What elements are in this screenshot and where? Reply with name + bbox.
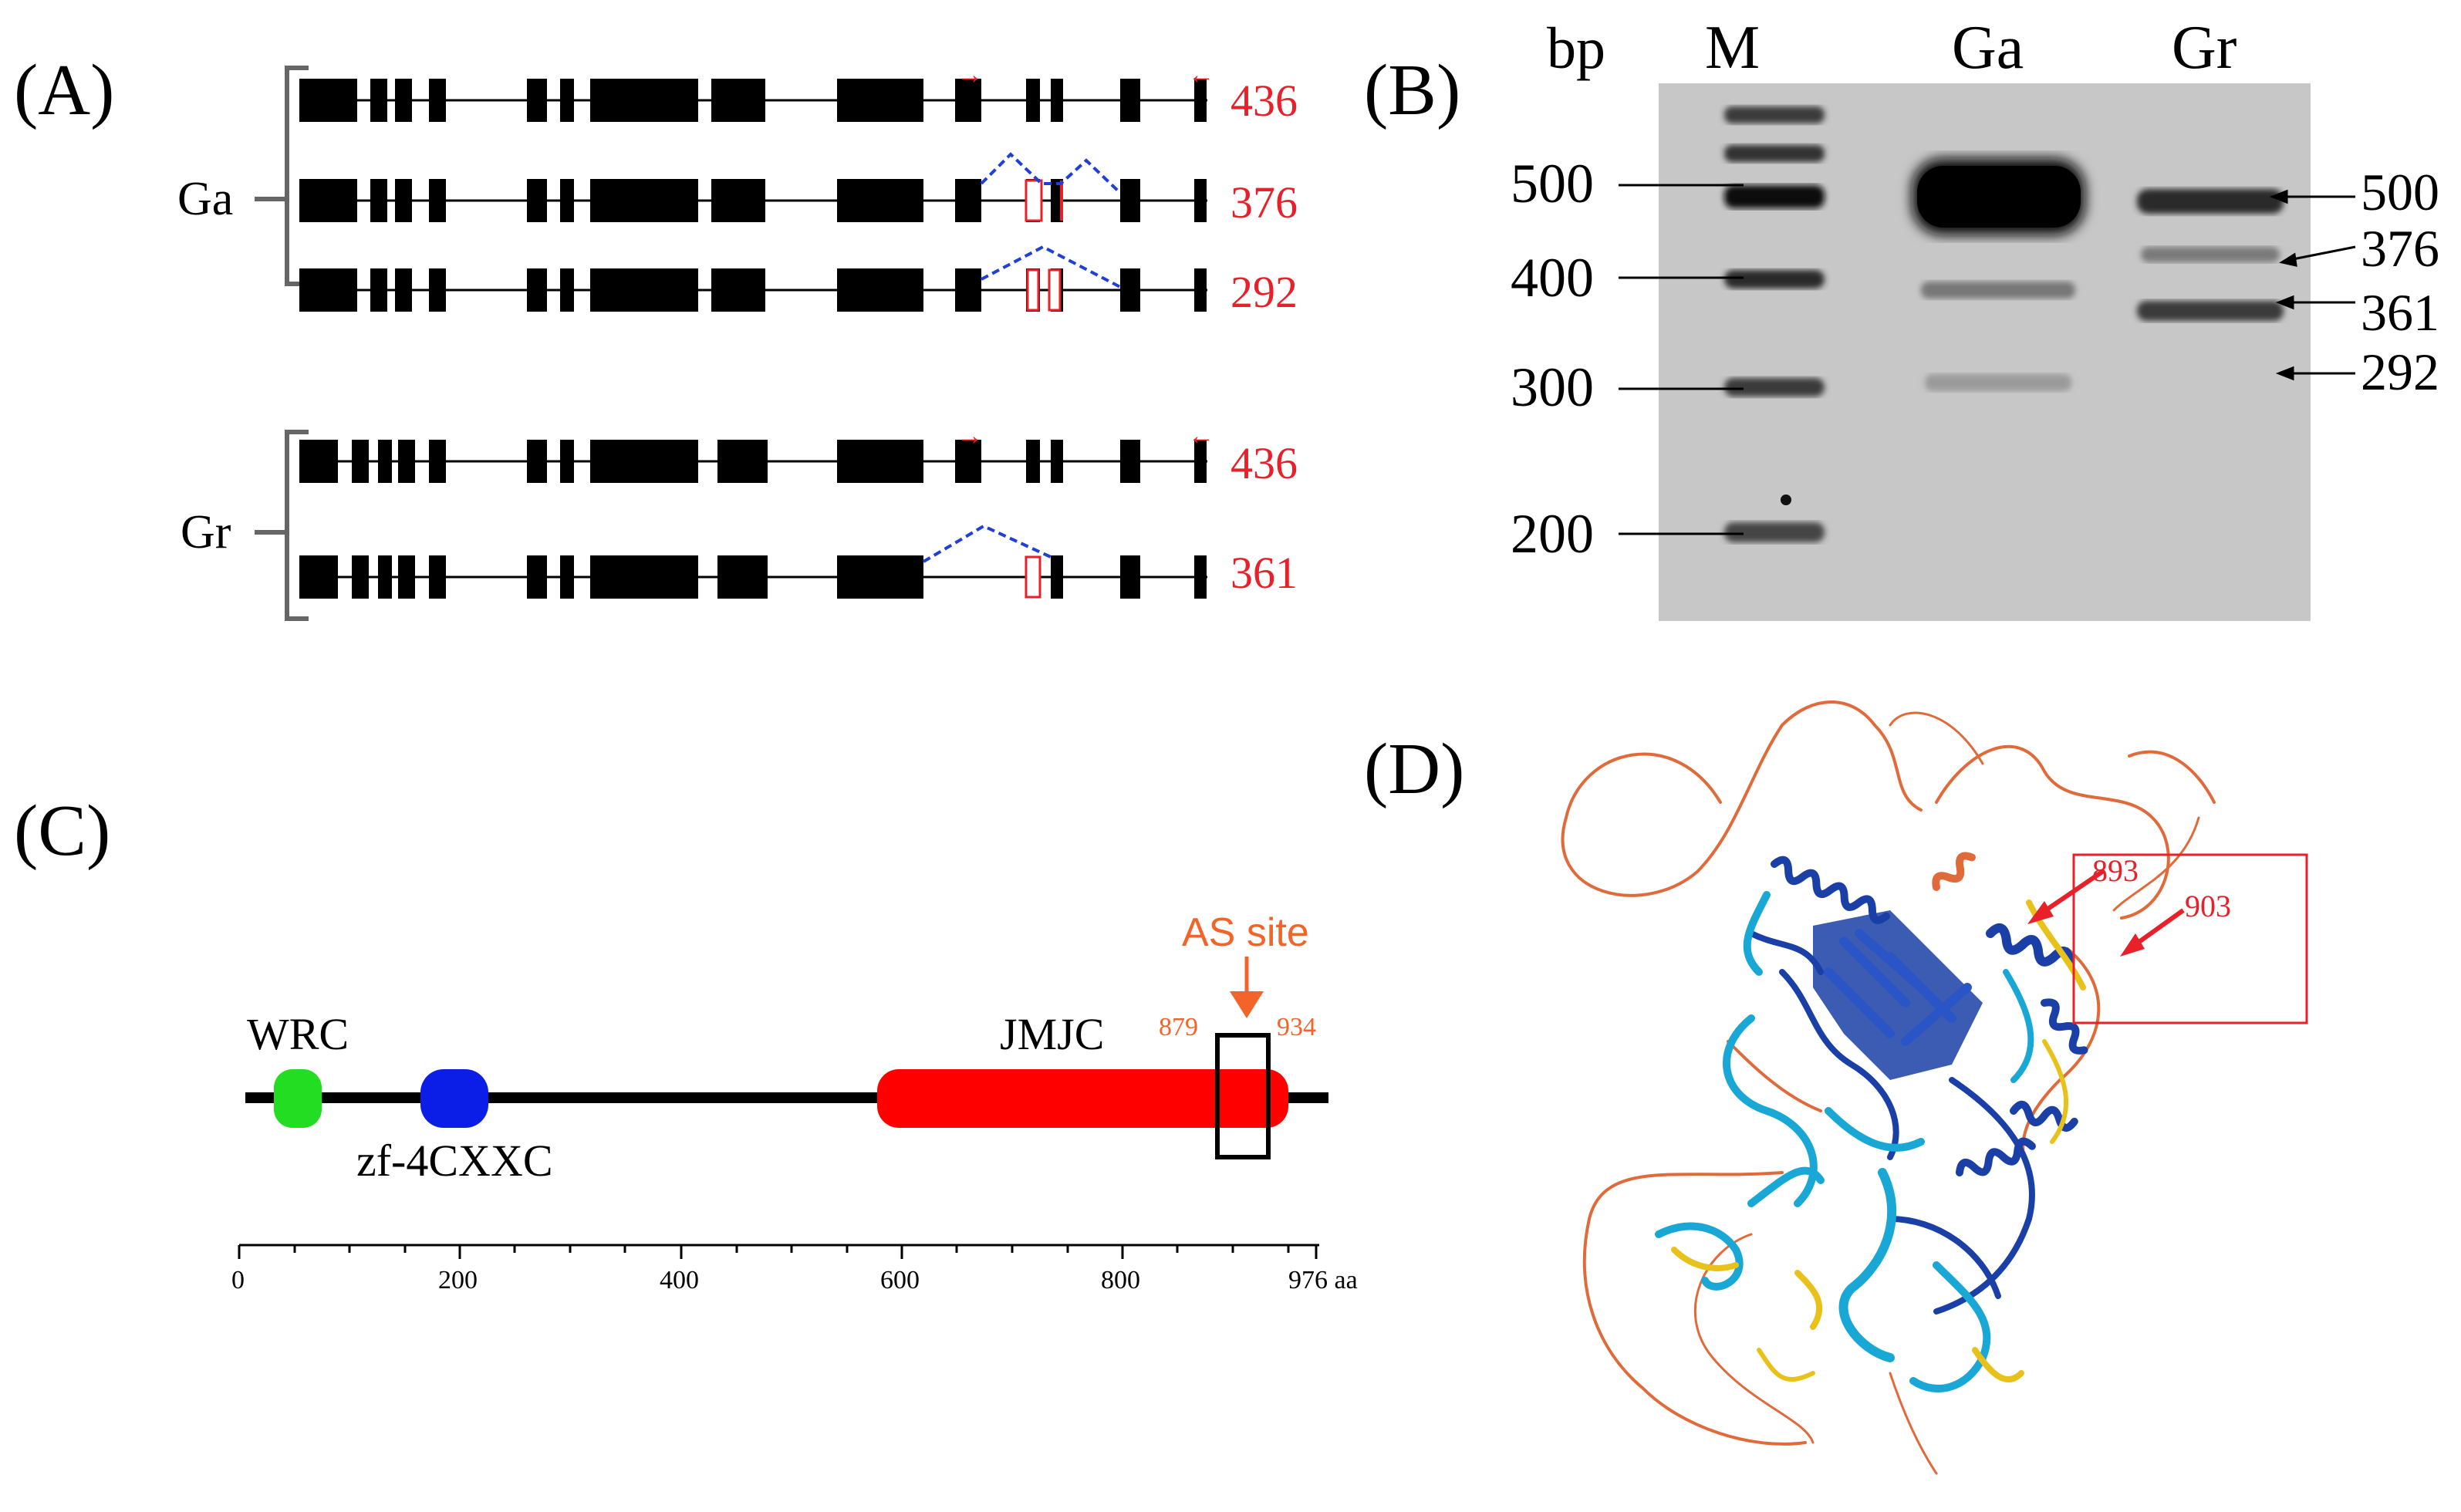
primer-forward-arrow-icon: → xyxy=(957,422,983,451)
tick-0: 0 xyxy=(231,1266,245,1294)
panel-b-label: (B) xyxy=(1364,50,1460,130)
residue-893: 893 xyxy=(2092,853,2139,888)
panel-a: (A) Ga → ← 436 376 292 Gr → ← 436 361 xyxy=(14,50,1298,621)
tick-400: 400 xyxy=(660,1266,699,1294)
splice-junction xyxy=(981,245,1121,289)
protein-structure xyxy=(1561,700,2216,1475)
lane-label-ga: Ga xyxy=(1952,14,2024,82)
lane-label-m: M xyxy=(1705,14,1760,82)
jmjc-label: JMJC xyxy=(1000,1009,1104,1059)
red-arrow-icon xyxy=(2269,189,2356,381)
as-site-box xyxy=(1215,1033,1271,1159)
lane-label-gr: Gr xyxy=(2172,14,2237,82)
panel-c-label: (C) xyxy=(14,791,110,871)
residue-903: 903 xyxy=(2185,889,2231,923)
primer-reverse-arrow-icon: ← xyxy=(1188,422,1214,451)
gr-bracket xyxy=(285,430,309,621)
wrc-domain xyxy=(274,1069,322,1128)
gr-isoform-436 xyxy=(298,438,1209,484)
band-376: 376 xyxy=(2361,219,2439,278)
as-site-label: AS site xyxy=(1182,910,1309,955)
band-500: 500 xyxy=(2361,163,2439,221)
tick-976: 976 aa xyxy=(1288,1266,1358,1294)
band-361: 361 xyxy=(2361,283,2439,342)
zf-label: zf-4CXXC xyxy=(356,1136,553,1186)
ga-isoform-436 xyxy=(298,77,1209,123)
jmjc-domain xyxy=(877,1069,1288,1128)
panel-b: (B) bp M Ga Gr 500 400 300 200 xyxy=(1364,14,2439,621)
panel-a-label: (A) xyxy=(14,50,115,130)
tick-800: 800 xyxy=(1101,1266,1140,1294)
ga-isoform-292 xyxy=(298,267,1209,313)
site-end: 934 xyxy=(1277,1013,1316,1041)
ladder-200: 200 xyxy=(1511,503,1594,565)
ga-label: Ga xyxy=(177,173,233,225)
ladder-300: 300 xyxy=(1511,356,1594,418)
length-axis xyxy=(238,1244,1319,1259)
ga-size-376: 376 xyxy=(1230,177,1298,228)
ladder-500: 500 xyxy=(1511,153,1594,214)
site-start: 879 xyxy=(1159,1013,1198,1041)
gel-image xyxy=(1659,83,2311,621)
unit-label: bp xyxy=(1547,16,1605,81)
gr-isoform-361 xyxy=(298,554,1209,600)
ga-size-292: 292 xyxy=(1230,267,1298,317)
zf-domain xyxy=(420,1069,488,1128)
wrc-label: WRC xyxy=(247,1009,349,1059)
panel-c: (C) AS site 879 934 WRC JMJC zf-4CXXC xyxy=(14,791,1358,1294)
gr-size-361: 361 xyxy=(1230,548,1298,598)
panel-d: (D) xyxy=(1364,700,2308,1475)
ga-size-436: 436 xyxy=(1230,76,1298,126)
red-arrow-icon xyxy=(2027,868,2185,957)
panel-d-label: (D) xyxy=(1364,729,1465,809)
ga-isoform-376 xyxy=(298,177,1209,224)
gr-label: Gr xyxy=(181,506,231,559)
down-arrow-icon xyxy=(1230,991,1264,1018)
tick-600: 600 xyxy=(880,1266,920,1294)
as-region-box xyxy=(2072,853,2308,1024)
splice-junction xyxy=(980,152,1122,194)
ga-bracket xyxy=(285,66,309,286)
primer-forward-arrow-icon: → xyxy=(957,61,983,89)
primer-reverse-arrow-icon: ← xyxy=(1188,61,1214,89)
band-292: 292 xyxy=(2361,343,2439,401)
gr-size-436: 436 xyxy=(1230,438,1298,488)
ladder-400: 400 xyxy=(1511,247,1594,309)
tick-200: 200 xyxy=(438,1266,478,1294)
